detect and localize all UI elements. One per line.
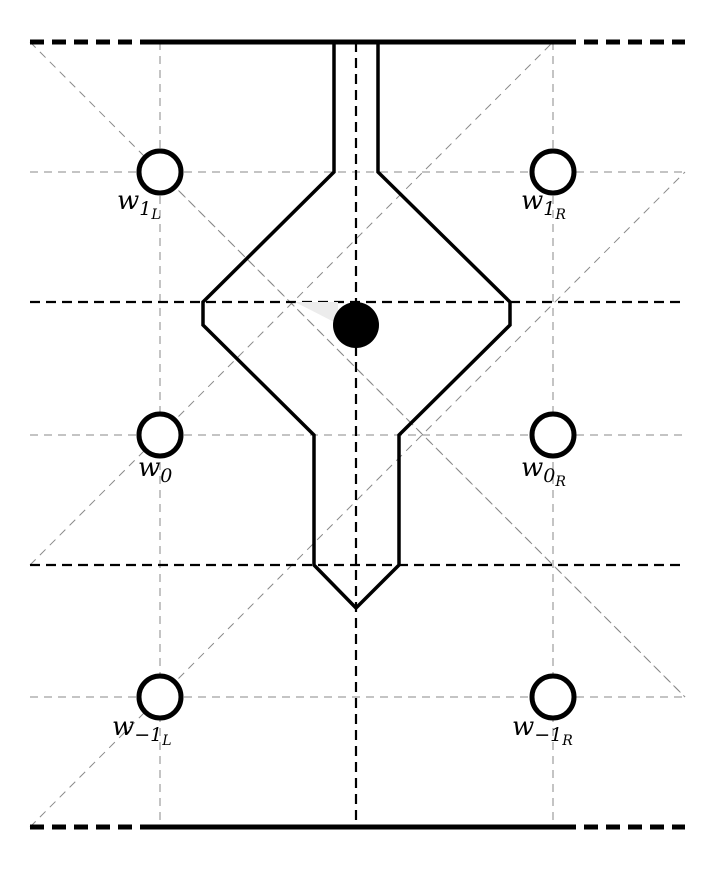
label-sub: 0R (543, 465, 566, 490)
label-sub: −1L (134, 724, 172, 749)
node-wm1L (136, 673, 184, 721)
label-sub: 0 (160, 465, 173, 487)
node-w0R (529, 411, 577, 459)
label-base: w (521, 453, 544, 483)
diagonal-guides (29, 41, 686, 828)
label-w0: w0 (138, 455, 172, 486)
label-subsub: L (162, 733, 172, 749)
diag-guide (29, 171, 686, 828)
label-base: w (117, 186, 140, 216)
label-w1R: w1R (521, 188, 566, 222)
label-subsub: R (555, 474, 566, 490)
label-base: w (512, 712, 535, 742)
label-sub: −1R (534, 724, 573, 749)
label-subsub: R (562, 733, 573, 749)
label-sub: 1L (139, 198, 161, 223)
label-wm1R: w−1R (512, 714, 573, 748)
shaded-region (295, 302, 338, 324)
center-point (333, 302, 379, 348)
node-w1L (136, 148, 184, 196)
label-base: w (138, 453, 161, 483)
label-base: w (521, 186, 544, 216)
bold-dashed-lines (30, 42, 685, 827)
label-subsub: R (555, 207, 566, 223)
label-sub: 1R (543, 198, 566, 223)
node-wm1R (529, 673, 577, 721)
node-w0 (136, 411, 184, 459)
label-subsub: L (151, 207, 161, 223)
label-wm1L: w−1L (112, 714, 172, 748)
key-shape-outline (201, 42, 512, 611)
boundaries (30, 39, 685, 830)
horizontal-guides (30, 171, 685, 698)
node-w1R (529, 148, 577, 196)
label-w0R: w0R (521, 455, 566, 489)
label-base: w (112, 712, 135, 742)
label-w1L: w1L (117, 188, 161, 222)
nodes (136, 148, 577, 721)
